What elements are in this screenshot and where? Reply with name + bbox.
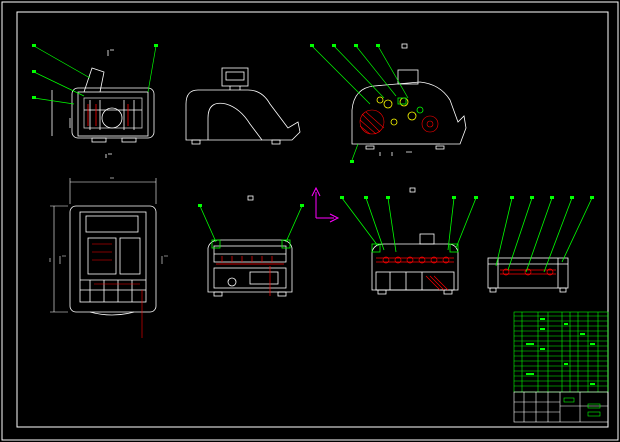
side-view [185,67,301,145]
rear-view [207,239,293,297]
title-block-cell-marks [526,318,595,385]
section-view [351,69,467,150]
section-view-2-parts [376,256,454,291]
component-view-green [495,197,593,273]
front-view-open-parts [87,104,129,126]
section-view-2 [371,233,459,295]
title-block [513,311,609,393]
rear-view-balloons [198,204,304,207]
front-view-open [51,67,155,143]
component-view-balloons [510,196,594,199]
ucs-axes-icon [311,186,340,223]
section-view-marks [379,43,416,193]
rear-view-parts [216,256,284,296]
front-view-marks [105,49,114,158]
front-view-balloons [32,44,158,99]
top-view [69,205,157,316]
section-view-leaders [311,45,409,161]
rear-view-green [199,205,303,249]
component-view-parts [500,268,556,276]
title-block-lower [513,391,609,423]
title-block-lower-marks [563,397,601,417]
front-view-leaders [33,45,157,105]
section-view-2-green [341,197,477,253]
top-view-detail [92,243,143,338]
section-view-rollers [376,96,417,126]
top-view-dimensions [49,177,168,313]
section-view-balloons [310,44,380,163]
component-view [487,257,569,293]
section-view-2-balloons [340,196,478,199]
section-view-hatch [359,109,439,135]
section-view-green-parts [397,97,424,114]
rear-view-marks [247,195,254,201]
